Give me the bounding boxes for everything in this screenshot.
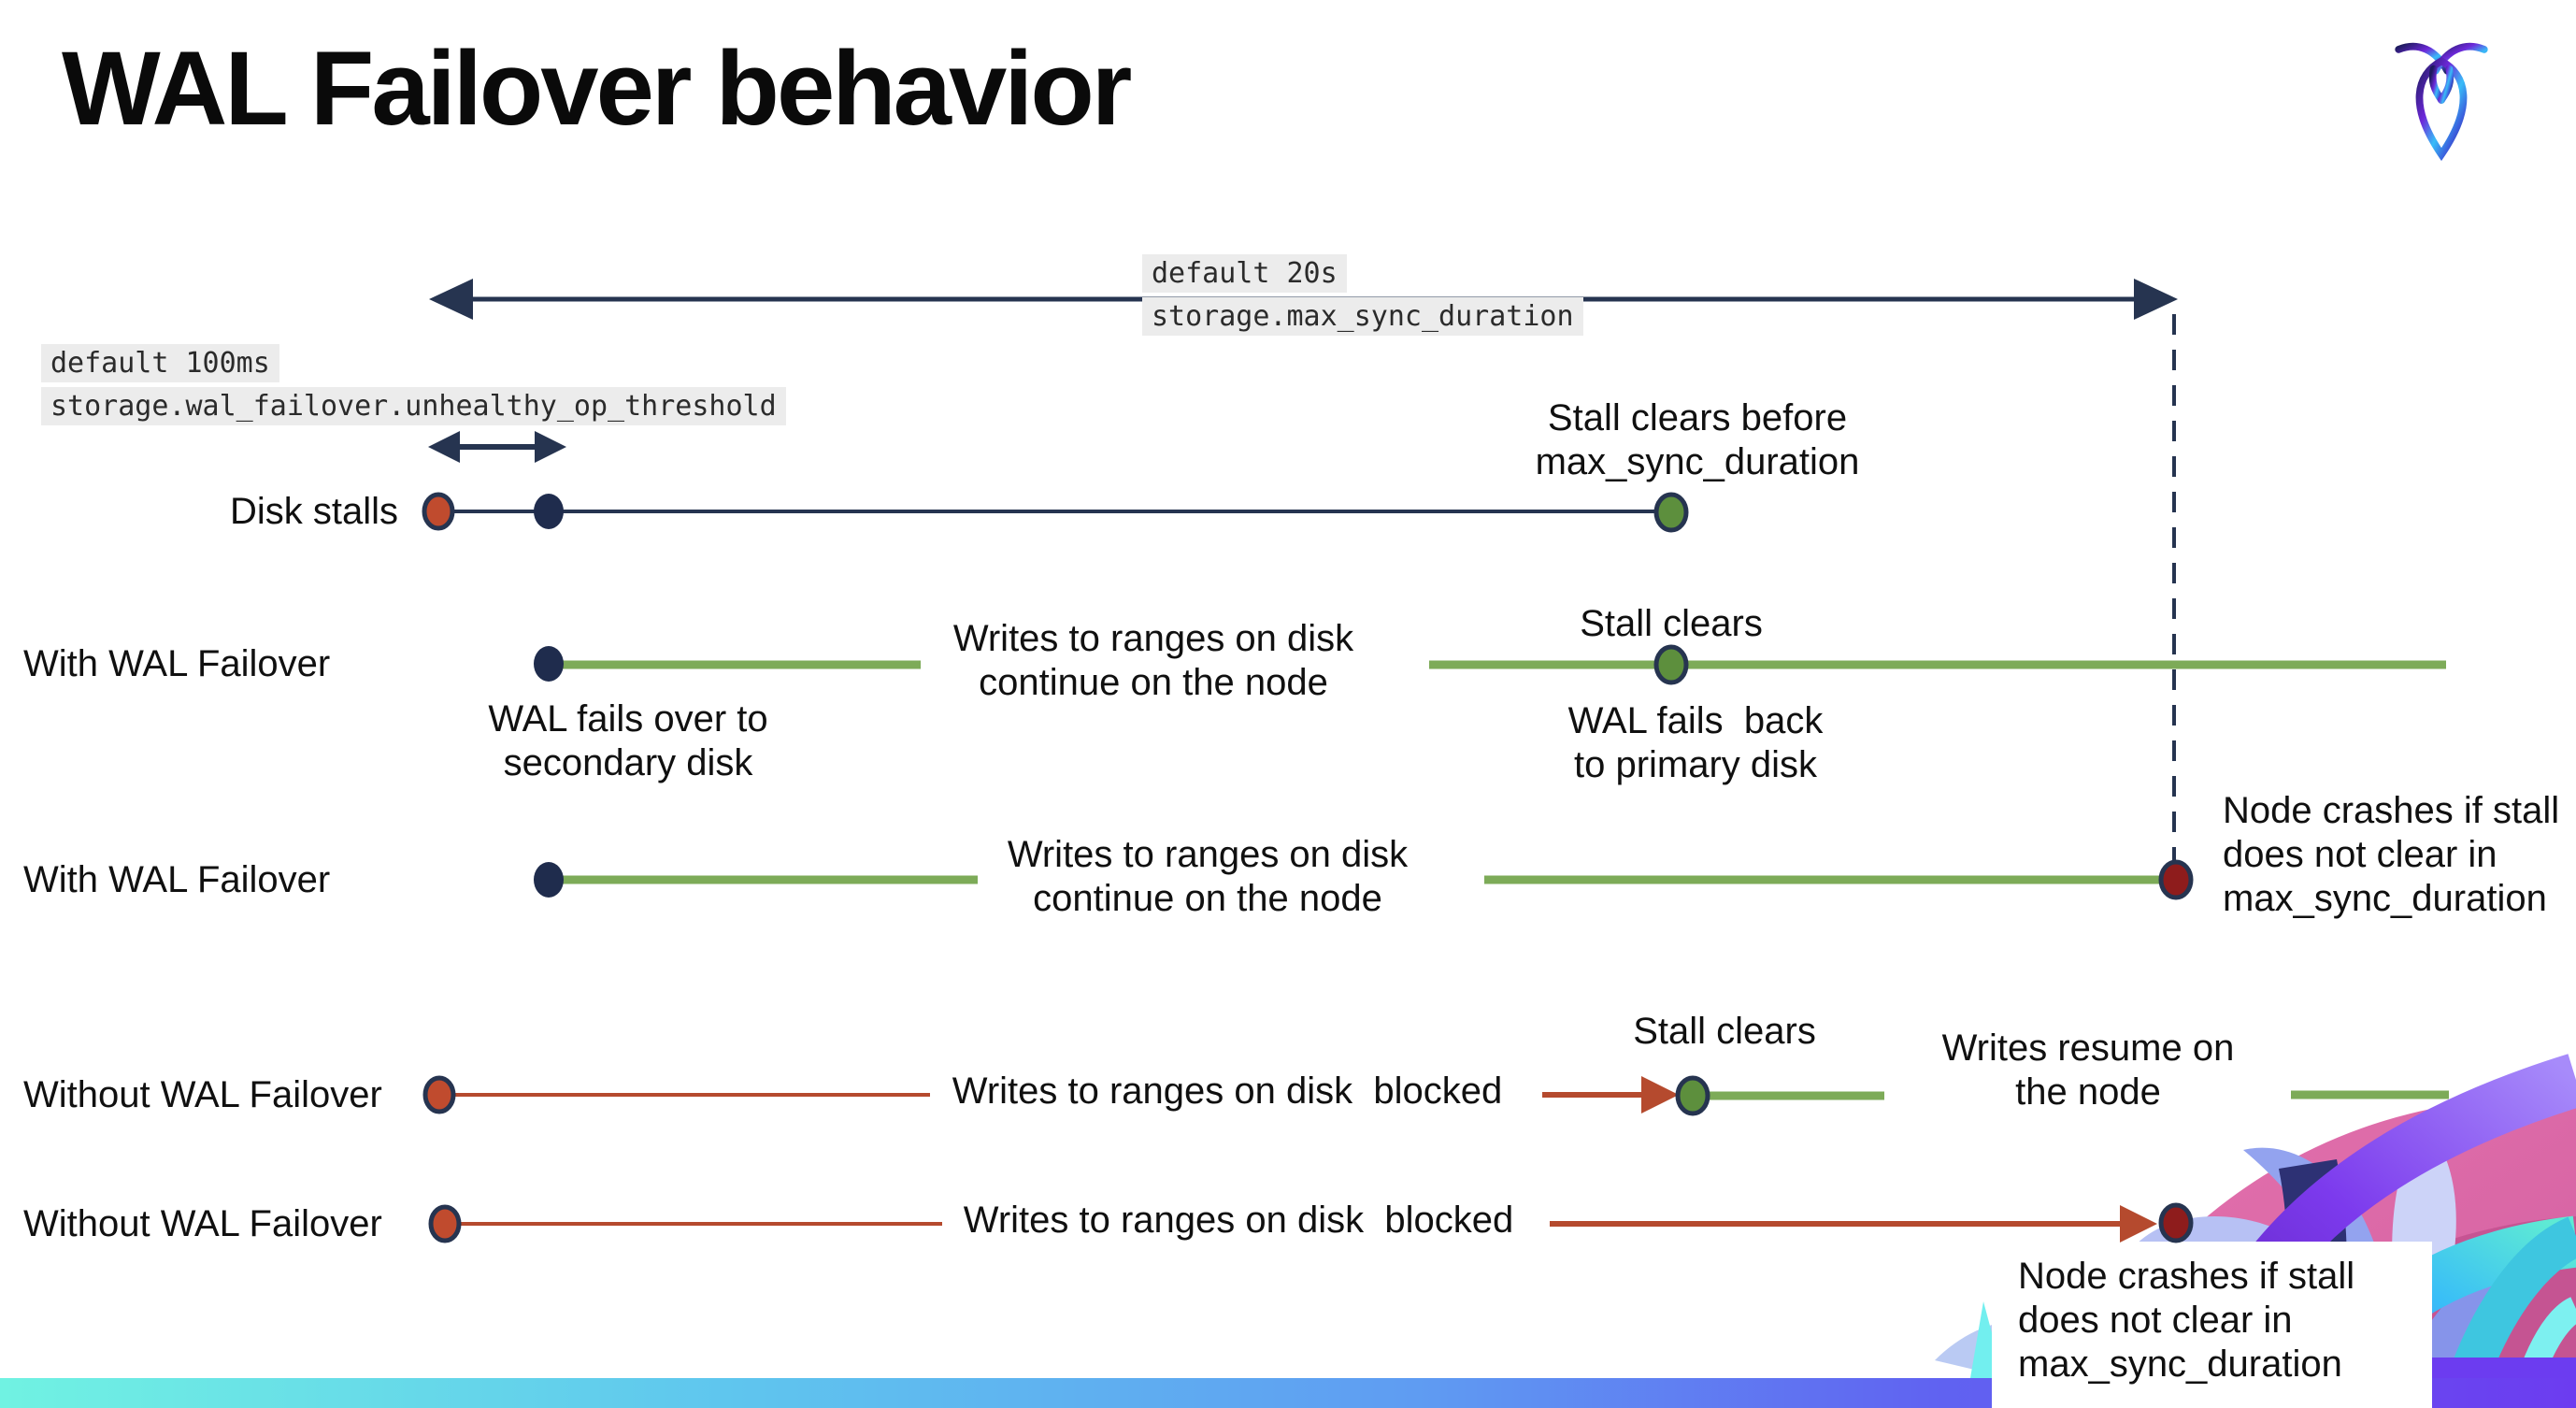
timeline-with-wal-failover-2 <box>534 859 2194 900</box>
arrowhead-left <box>429 279 473 320</box>
arrowhead-right <box>2134 279 2178 320</box>
node-crash-dot-1 <box>2158 859 2194 900</box>
page-title: WAL Failover behavior <box>62 30 1132 147</box>
note-stall-clears-row1: Stall clears <box>1580 603 1763 644</box>
red-arrowhead-row3 <box>1641 1076 1679 1113</box>
note-stall-clears-row3: Stall clears <box>1633 1011 1816 1052</box>
note-writes-continue-row2: Writes to ranges on disk continue on the… <box>1007 834 1409 919</box>
unhealthy-op-setting-name: storage.wal_failover.unhealthy_op_thresh… <box>41 387 786 425</box>
note-writes-continue-row1: Writes to ranges on disk continue on the… <box>952 618 1354 703</box>
row-label-with-wal-failover-1: With WAL Failover <box>23 643 331 684</box>
stall-clears-dot-row3 <box>1675 1075 1710 1116</box>
unhealthy-op-threshold-setting-label: default 100ms storage.wal_failover.unhea… <box>41 344 786 425</box>
max-sync-duration-setting-label: default 20s storage.max_sync_duration <box>1142 254 1583 336</box>
note-wal-fails-over: WAL fails over to secondary disk <box>488 698 768 783</box>
red-arrowhead-row4 <box>2120 1205 2157 1243</box>
max-sync-setting-name: storage.max_sync_duration <box>1142 297 1583 336</box>
threshold-dot <box>534 494 564 529</box>
cockroachdb-logo <box>2395 42 2488 162</box>
row-label-disk-stalls: Disk stalls <box>230 491 399 532</box>
row-label-with-wal-failover-2: With WAL Failover <box>23 859 331 900</box>
blocked-start-dot-1 <box>422 1075 456 1114</box>
note-writes-blocked-row3: Writes to ranges on disk blocked <box>952 1070 1503 1112</box>
fails-back-dot <box>1653 644 1689 685</box>
note-writes-blocked-row4: Writes to ranges on disk blocked <box>963 1200 1514 1241</box>
logo-paths <box>2395 42 2488 162</box>
unhealthy-op-default-value: default 100ms <box>41 344 279 382</box>
disk-stall-start-dot <box>422 492 455 531</box>
blocked-start-dot-2 <box>428 1204 462 1243</box>
row-label-without-wal-failover-1: Without WAL Failover <box>23 1074 382 1115</box>
node-crash-callout-box: Node crashes if stall does not clear in … <box>1992 1242 2432 1408</box>
note-writes-resume: Writes resume on the node <box>1941 1027 2235 1113</box>
max-sync-default-value: default 20s <box>1142 254 1347 293</box>
unhealthy-op-threshold-arrow <box>428 431 566 463</box>
node-crash-dot-2 <box>2158 1202 2194 1243</box>
note-wal-fails-back: WAL fails back to primary disk <box>1567 700 1824 785</box>
note-node-crashes-row2: Node crashes if stall does not clear in … <box>2223 790 2560 919</box>
stall-clears-dot <box>1653 492 1689 533</box>
failover-dot <box>534 646 564 682</box>
timeline-disk-stalls <box>422 492 1689 533</box>
note-node-crashes-row4: Node crashes if stall does not clear in … <box>2018 1256 2355 1385</box>
failover-dot-2 <box>534 862 564 898</box>
arrowhead-left-small <box>428 431 460 463</box>
note-stall-clears-before: Stall clears before max_sync_duration <box>1535 397 1860 482</box>
arrowhead-right-small <box>535 431 566 463</box>
row-label-without-wal-failover-2: Without WAL Failover <box>23 1203 382 1244</box>
timeline-without-wal-failover-1 <box>422 1075 2449 1116</box>
timeline-with-wal-failover-1 <box>534 644 2446 685</box>
timeline-without-wal-failover-2 <box>428 1202 2194 1243</box>
